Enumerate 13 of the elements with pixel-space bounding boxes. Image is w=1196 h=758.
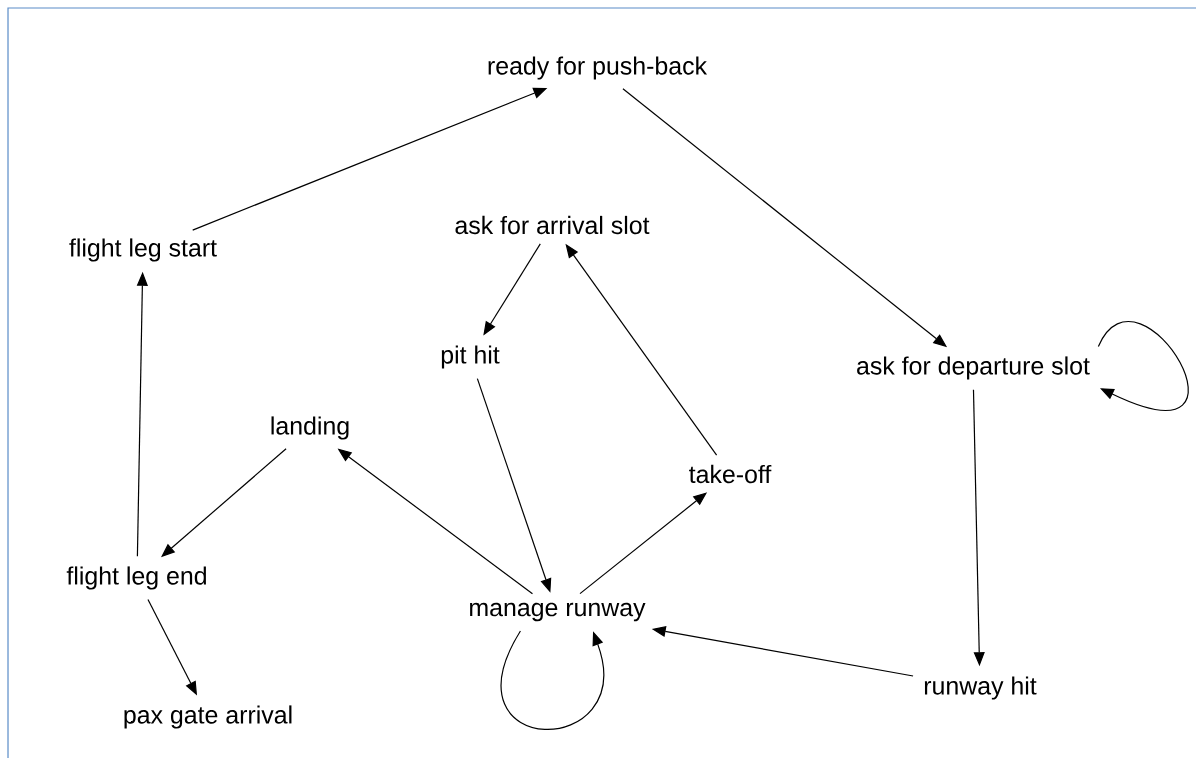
- arrow: [1097, 321, 1189, 411]
- state-label: flight leg start: [69, 238, 217, 262]
- state-label: pit hit: [441, 345, 500, 369]
- state-label: landing: [271, 416, 349, 440]
- state-label: ask for departure slot: [857, 356, 1090, 380]
- state-label: take-off: [689, 464, 772, 484]
- state-label: flight leg end: [66, 566, 206, 590]
- state-label: ready for push-back: [488, 56, 708, 80]
- state-label: runway hit: [924, 676, 1037, 700]
- arrow: [500, 630, 605, 730]
- state-label: manage runway: [470, 602, 646, 622]
- state-label: pax gate arrival: [124, 705, 292, 729]
- state-label: ask for arrival slot: [455, 215, 650, 235]
